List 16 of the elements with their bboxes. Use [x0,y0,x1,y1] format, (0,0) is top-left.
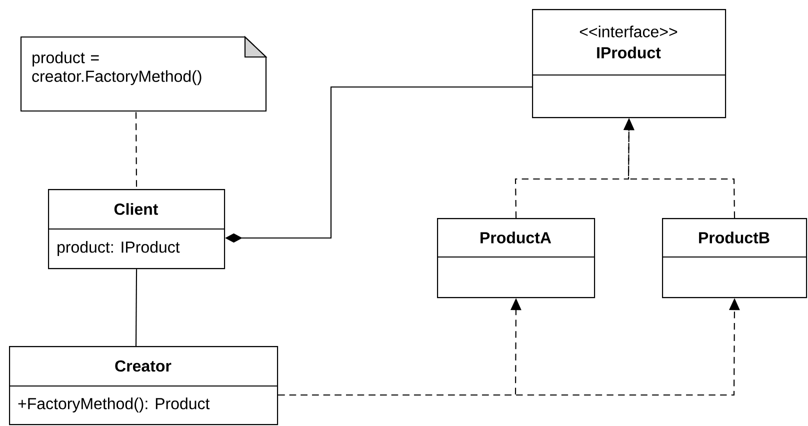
class-box [662,218,808,298]
class-name: ProductA [480,232,552,244]
connector-line [135,269,138,346]
note-text: product = creator.FactoryMethod() [32,52,202,86]
stereotype-label: <<interface>> [580,26,678,38]
class-member: +FactoryMethod(): Product [18,398,210,412]
class-box [532,9,726,118]
class-name: IProduct [597,46,661,58]
class-box [48,189,226,270]
class-box [437,218,596,298]
class-box [9,346,278,426]
connector-line [135,112,138,189]
class-name: Client [114,203,158,215]
class-member: product: IProduct [58,241,180,256]
class-name: Creator [115,360,172,372]
class-name: ProductB [699,232,770,244]
